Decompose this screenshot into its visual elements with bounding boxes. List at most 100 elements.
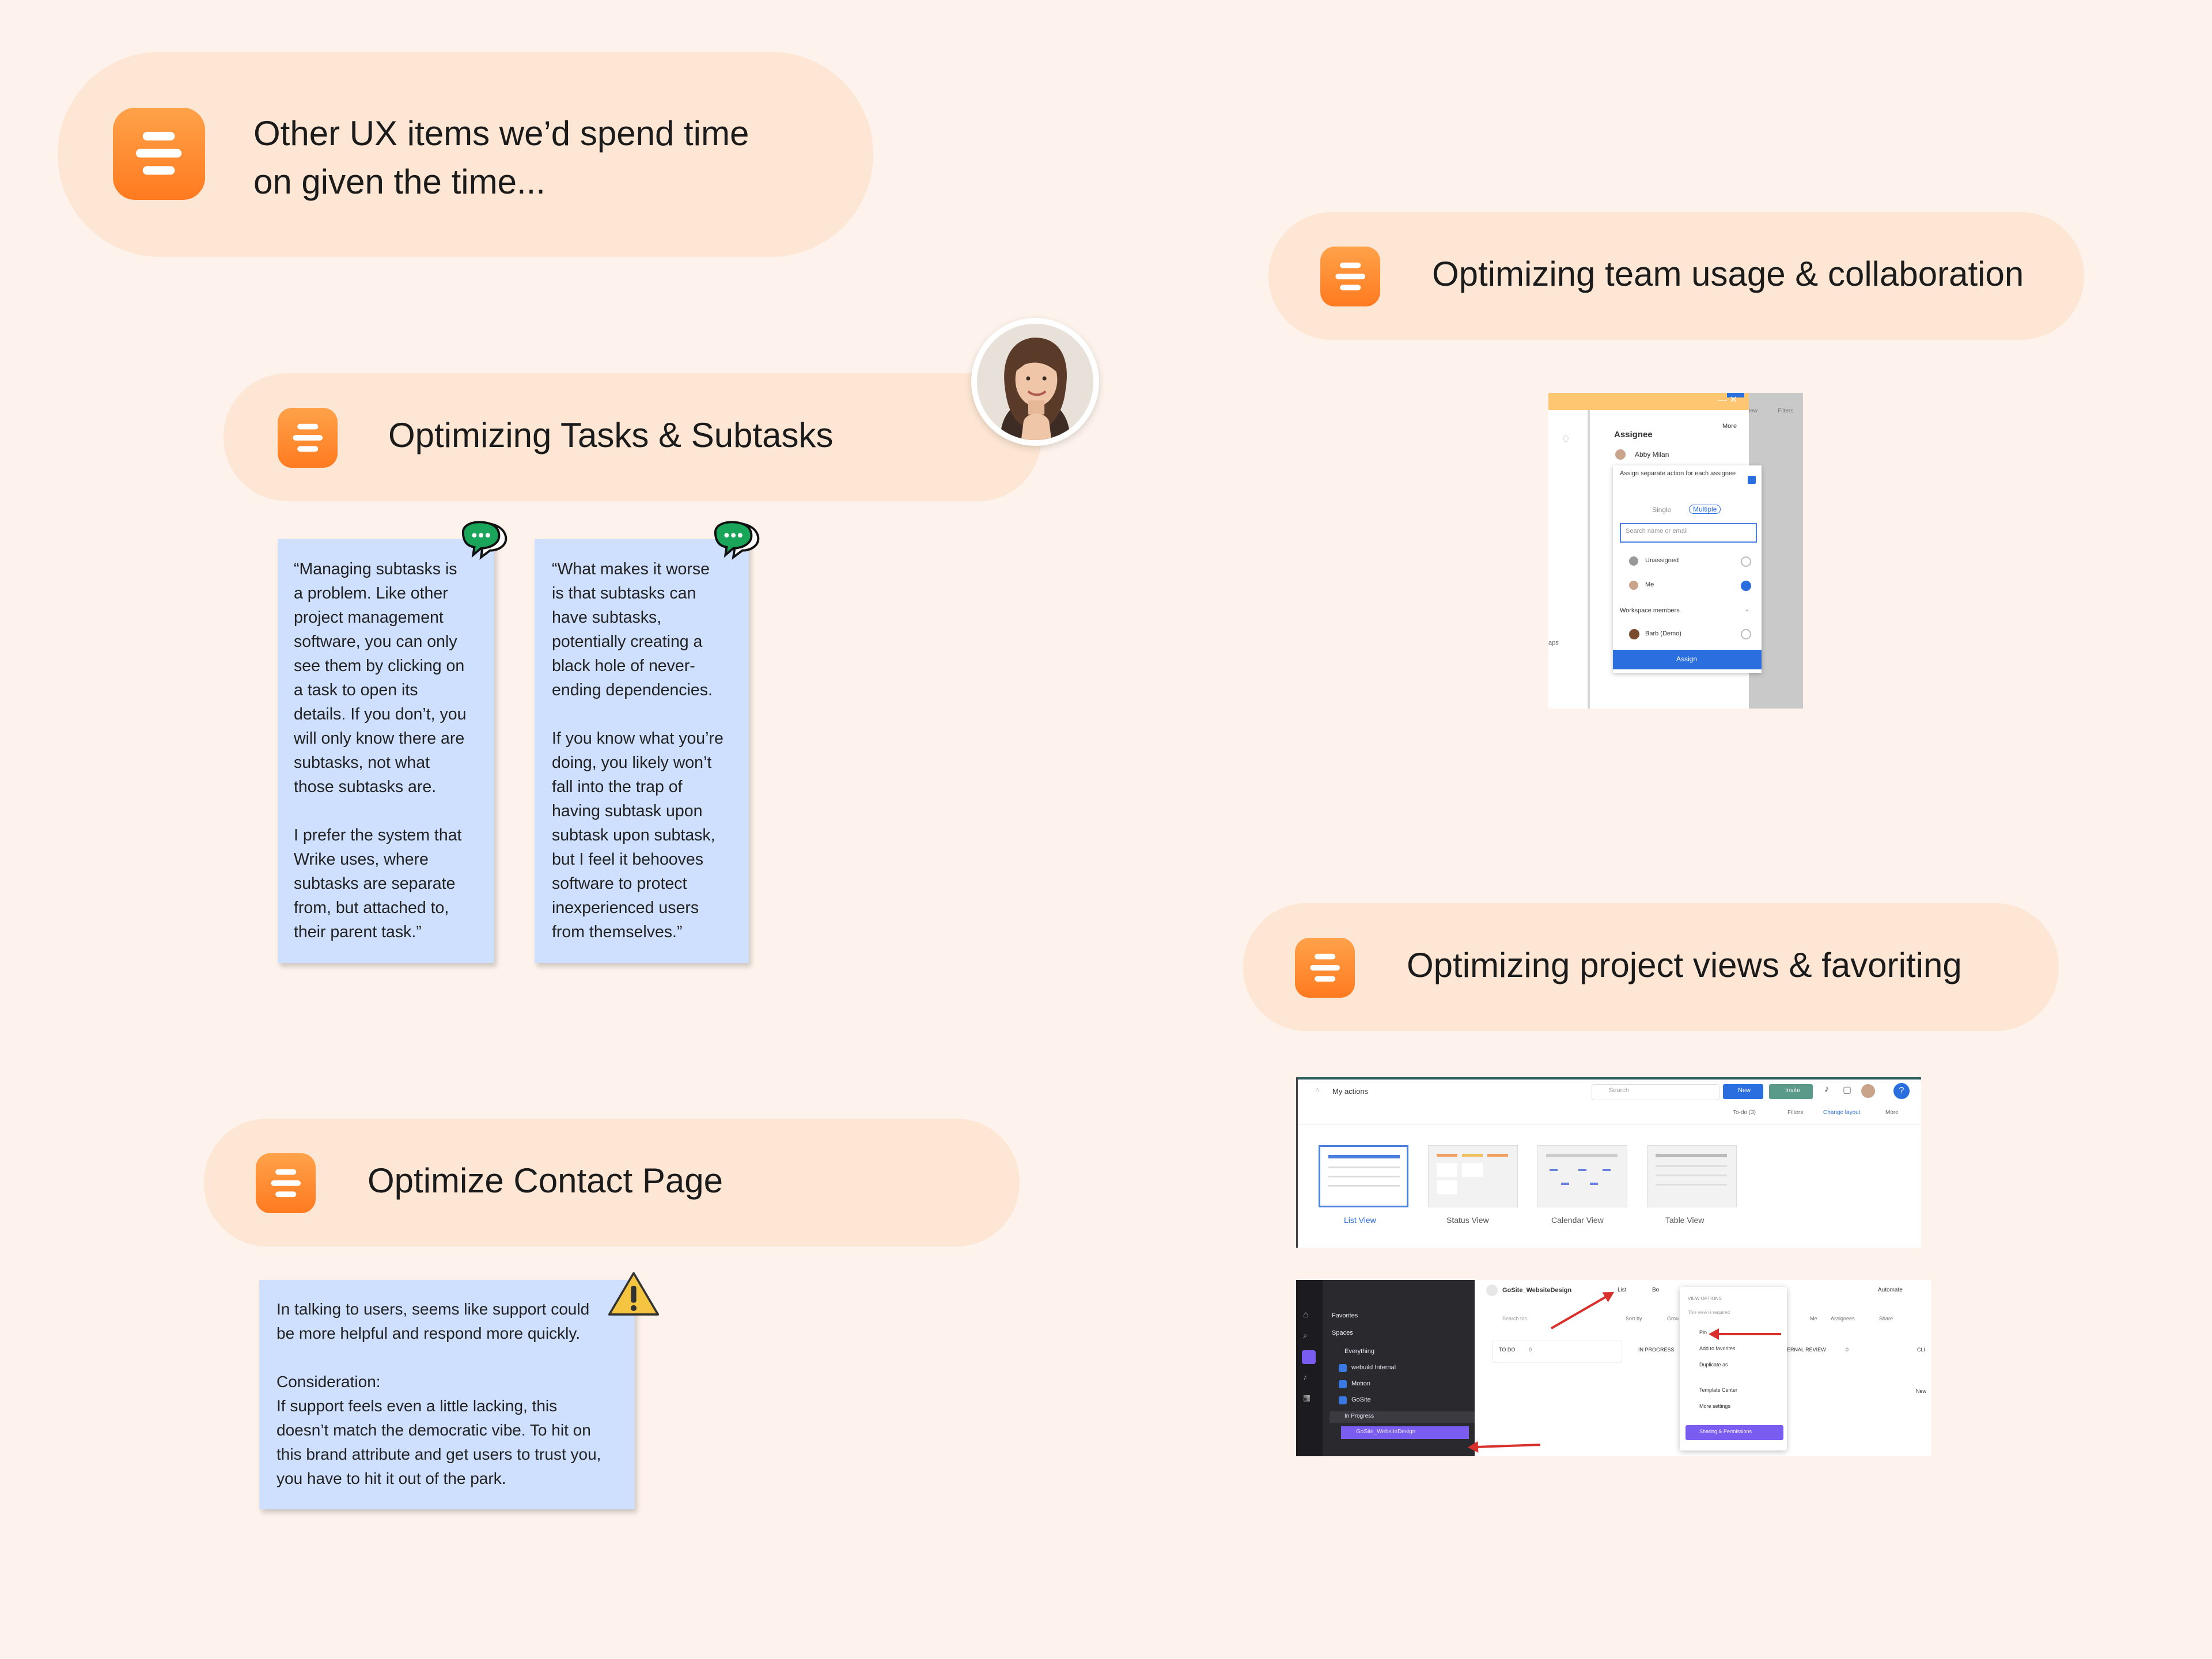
- menu-item-pin[interactable]: Pin: [1699, 1330, 1707, 1335]
- column-closed: CLI: [1917, 1347, 1926, 1353]
- sidebar-item-everything[interactable]: Everything: [1344, 1348, 1374, 1355]
- single-toggle[interactable]: Single: [1652, 506, 1672, 514]
- brand-logo-icon: [1320, 247, 1380, 306]
- calendar-view-label[interactable]: Calendar View: [1551, 1215, 1604, 1225]
- column-review: ERNAL REVIEW: [1787, 1347, 1826, 1353]
- invite-button[interactable]: [1769, 1084, 1813, 1099]
- status-view-thumbnail[interactable]: [1428, 1145, 1518, 1207]
- sidebar-item-project[interactable]: [1341, 1426, 1469, 1439]
- annotation-arrow: [1551, 1295, 1608, 1330]
- more-label[interactable]: More: [1722, 423, 1737, 430]
- home-icon[interactable]: ⌂: [1303, 1310, 1309, 1320]
- quote-note: “What makes it worse is that subtasks ca…: [535, 539, 749, 963]
- search-placeholder: Search name or email: [1626, 528, 1688, 535]
- table-view-label[interactable]: Table View: [1665, 1215, 1705, 1225]
- search-input[interactable]: [1620, 523, 1757, 543]
- header-title-line1: Other UX items we’d spend time: [253, 114, 749, 153]
- workspace-members-label[interactable]: Workspace members: [1620, 607, 1680, 614]
- list-view-thumbnail[interactable]: [1319, 1145, 1408, 1207]
- search-icon[interactable]: ⌕: [1303, 1331, 1308, 1340]
- menu-item-duplicate[interactable]: Duplicate as: [1699, 1362, 1728, 1368]
- sidebar-item-favorites[interactable]: Favorites: [1332, 1312, 1358, 1319]
- contact-note: In talking to users, seems like support …: [259, 1280, 635, 1509]
- member-option[interactable]: Barb (Demo): [1645, 630, 1681, 637]
- toolbar-more[interactable]: More: [1885, 1109, 1899, 1116]
- toolbar-filters[interactable]: Filters: [1787, 1109, 1804, 1116]
- calendar-icon[interactable]: ▢: [1843, 1085, 1852, 1095]
- menu-item-more-settings[interactable]: More settings: [1699, 1403, 1731, 1409]
- assignees-filter[interactable]: Assignees: [1831, 1316, 1855, 1321]
- section-title: Optimizing team usage & collaboration: [1432, 255, 2024, 293]
- tab-list[interactable]: List: [1618, 1287, 1627, 1293]
- toolbar-todo[interactable]: To-do (3): [1733, 1109, 1756, 1116]
- brand-logo-icon: [256, 1153, 316, 1213]
- team-section-header: Optimizing team usage & collaboration: [1268, 212, 2084, 340]
- new-button[interactable]: [1723, 1084, 1763, 1099]
- status-view-label[interactable]: Status View: [1446, 1215, 1489, 1225]
- sort-by[interactable]: Sort by: [1626, 1316, 1642, 1321]
- quote-note: “Managing subtasks is a problem. Like ot…: [278, 539, 494, 963]
- tab-board[interactable]: Bo: [1652, 1287, 1660, 1293]
- section-title: Optimize Contact Page: [368, 1161, 723, 1200]
- new-task[interactable]: New: [1916, 1388, 1927, 1394]
- member-radio[interactable]: [1741, 629, 1751, 639]
- filters-label[interactable]: Filters: [1778, 408, 1794, 414]
- todo-column: [1492, 1340, 1622, 1363]
- table-view-thumbnail[interactable]: [1647, 1145, 1737, 1207]
- separate-action-checkbox[interactable]: [1748, 476, 1756, 484]
- view-options-heading: VIEW OPTIONS: [1688, 1296, 1722, 1301]
- tasks-section-header: Optimizing Tasks & Subtasks: [224, 373, 1041, 501]
- automate-button[interactable]: Automate: [1878, 1287, 1903, 1293]
- menu-item-favorites[interactable]: Add to favorites: [1699, 1346, 1736, 1351]
- bell-icon[interactable]: ♪: [1824, 1084, 1829, 1094]
- calendar-view-thumbnail[interactable]: [1537, 1145, 1627, 1207]
- column-review-count: 0: [1846, 1347, 1849, 1353]
- assignee-heading: Assignee: [1614, 430, 1653, 440]
- me-radio[interactable]: [1741, 581, 1751, 591]
- annotation-arrow: [1475, 1444, 1541, 1448]
- sidebar-item-in-progress[interactable]: In Progress: [1344, 1413, 1374, 1419]
- sharing-button[interactable]: [1685, 1425, 1783, 1440]
- user-avatar: [971, 318, 1099, 446]
- favoriting-screenshot: ⌂ ⌕ ♪ ▦ Favorites Spaces Everything webu…: [1296, 1280, 1931, 1456]
- grid-icon[interactable]: ▦: [1303, 1393, 1311, 1402]
- header-title: Other UX items we’d spend time on given …: [253, 109, 749, 206]
- sidebar-item-motion[interactable]: Motion: [1351, 1380, 1371, 1387]
- contact-section-header: Optimize Contact Page: [204, 1119, 1020, 1247]
- column-todo-count: 0: [1529, 1347, 1532, 1353]
- menu-item-template[interactable]: Template Center: [1699, 1387, 1738, 1393]
- new-button-label: New: [1738, 1087, 1751, 1094]
- unassigned-option[interactable]: Unassigned: [1645, 557, 1679, 564]
- me-filter[interactable]: Me: [1810, 1316, 1817, 1321]
- view-options-menu: [1680, 1287, 1787, 1450]
- sidebar-item-gosite[interactable]: GoSite: [1351, 1396, 1371, 1403]
- toolbar-change-layout[interactable]: Change layout: [1823, 1109, 1861, 1116]
- group-by[interactable]: Grou: [1667, 1316, 1679, 1321]
- search-input[interactable]: [1592, 1084, 1719, 1100]
- view-options-note: This view is required: [1688, 1310, 1730, 1315]
- multiple-toggle[interactable]: Multiple: [1689, 505, 1721, 514]
- sidebar-item-webuild[interactable]: webuild Internal: [1351, 1364, 1396, 1371]
- header-title-line2: on given the time...: [253, 162, 546, 201]
- assign-button[interactable]: [1613, 650, 1762, 669]
- view-label: iew: [1749, 408, 1758, 414]
- avatar[interactable]: [1861, 1084, 1875, 1098]
- views-section-header: Optimizing project views & favoriting: [1243, 903, 2059, 1031]
- list-view-label[interactable]: List View: [1344, 1215, 1376, 1225]
- home-icon[interactable]: ⌂: [1315, 1085, 1320, 1094]
- invite-button-label: Invite: [1785, 1087, 1801, 1094]
- share-button[interactable]: Share: [1879, 1316, 1893, 1321]
- search-tasks[interactable]: Search tas: [1502, 1316, 1528, 1321]
- chevron-down-icon[interactable]: ⌄: [1744, 605, 1751, 613]
- sidebar-item-spaces[interactable]: Spaces: [1332, 1330, 1353, 1336]
- bell-icon[interactable]: ♪: [1303, 1372, 1307, 1381]
- help-icon[interactable]: ?: [1893, 1083, 1910, 1099]
- me-option[interactable]: Me: [1645, 581, 1654, 588]
- chat-bubble-icon: [714, 521, 760, 559]
- separate-action-text: Assign separate action for each assignee: [1620, 470, 1736, 477]
- brand-logo-icon: [278, 408, 338, 468]
- header-card: Other UX items we’d spend time on given …: [58, 52, 873, 257]
- search-placeholder: Search: [1609, 1087, 1629, 1094]
- unassigned-radio[interactable]: [1741, 556, 1751, 567]
- tasks-icon[interactable]: [1302, 1350, 1316, 1364]
